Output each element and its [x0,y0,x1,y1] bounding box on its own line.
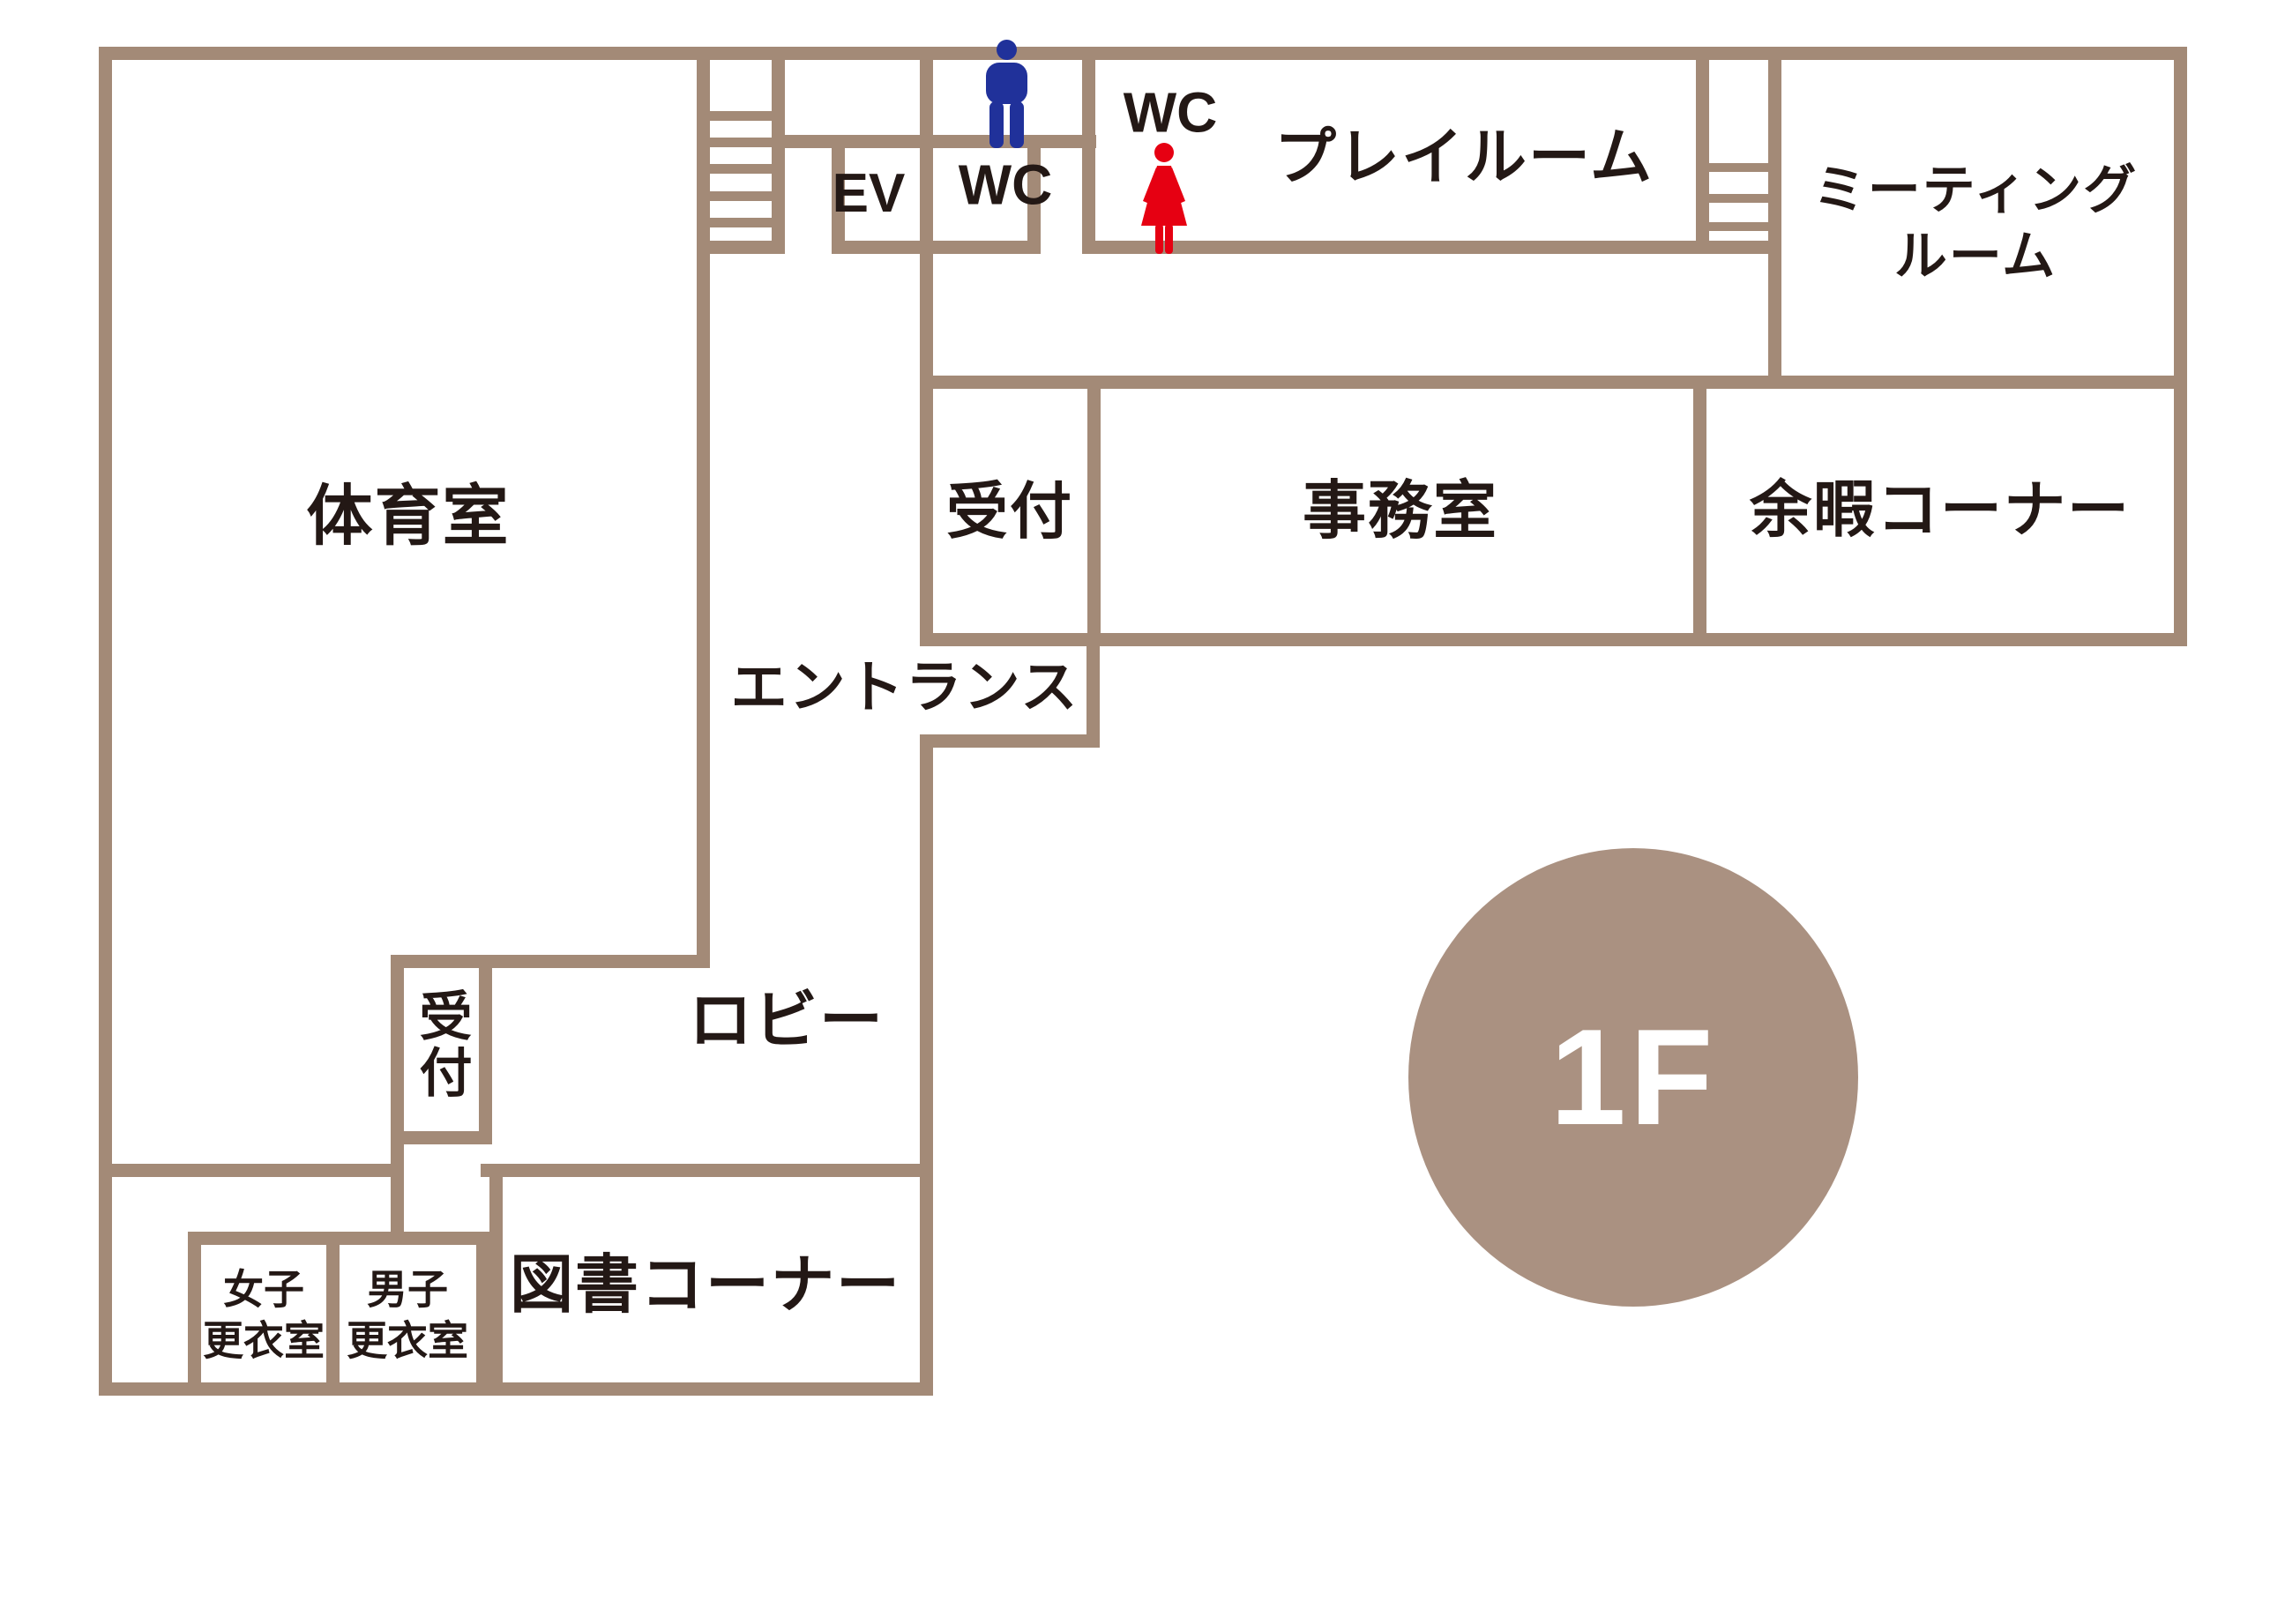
room-label-entrance: エントランス [730,655,1079,719]
wall-library-right [920,734,933,1396]
wall-entrance-right [1086,646,1100,748]
stairs-east-icon [1709,194,1768,203]
wall-gym-bottom-west [99,1164,404,1177]
male-icon [986,40,1027,148]
wall-locker-right [476,1232,489,1396]
room-label-ev: EV [832,162,906,224]
room-label-women-locker-line1: 女子 [223,1266,304,1313]
wall-office-row-top [920,376,2187,389]
female-icon [1141,143,1187,254]
room-label-lobby: ロビー [688,985,885,1056]
stairs-west-icon [710,111,772,121]
wall-lobby-bottom [481,1164,928,1177]
wall-ev-left [832,148,845,254]
wall-reception2-left [391,955,404,1245]
wall-locker-top [188,1232,503,1245]
wall-wc-women-left [1082,60,1095,254]
room-label-office: 事務室 [1302,475,1499,547]
wall-playroom-bottom [1082,241,1771,254]
floor-badge-text: 1F [1549,1001,1717,1153]
wall-playroom-right [1696,60,1709,254]
room-label-men-locker-line2: 更衣室 [347,1317,468,1363]
wall-reception2-right [479,968,492,1144]
stairs-west-icon [710,218,772,227]
wall-wc-top [772,135,1096,148]
room-label-reception-lobby: 受付 [412,988,471,1101]
room-label-reception-main: 受付 [946,477,1073,546]
wall-stairs1-bottom [707,241,785,254]
wall-meeting-left [1768,60,1781,389]
room-label-gym: 体育室 [306,479,511,553]
room-label-library: 図書コーナー [509,1249,902,1321]
stairs-west-icon [710,191,772,201]
wall-gym-right [697,60,710,968]
room-label-wc-men: WC [958,153,1053,217]
wall-outer-top [99,47,2187,60]
wall-reception-office-div [1087,389,1101,633]
wall-reception-left [920,60,933,646]
room-label-wc-women: WC [1123,80,1218,145]
room-label-men-locker: 男子 更衣室 [328,1265,487,1367]
stairs-east-icon [1709,163,1768,172]
room-label-women-locker: 女子 更衣室 [184,1265,343,1367]
wall-stairs1-right [772,60,785,254]
stairs-west-icon [710,164,772,174]
wall-ev-wc-bottom [832,241,1041,254]
room-label-men-locker-line1: 男子 [367,1266,448,1313]
wall-outer-right [2174,47,2187,646]
room-label-leisure: 余暇コーナー [1750,475,2131,544]
wall-locker-left [188,1232,201,1396]
room-label-meeting: ミーティング ルーム [1729,157,2222,289]
wall-outer-bottom [99,1382,930,1396]
room-label-women-locker-line2: 更衣室 [203,1317,325,1363]
wall-wc-partition [1027,148,1041,254]
floor-badge: 1F [1408,848,1858,1307]
wall-outer-left [99,47,112,1396]
stairs-west-icon [710,138,772,147]
wall-reception2-bottom [391,1131,492,1144]
wall-locker-divider [326,1232,340,1396]
wall-entrance-step [920,734,1100,748]
room-label-playroom: プレイルーム [1274,123,1654,191]
wall-office-row-bottom [920,633,2187,646]
room-label-meeting-line1: ミーティング [1812,160,2139,220]
stairs-east-icon [1709,222,1768,231]
wall-library-left [489,1164,503,1396]
wall-gym-bottom-east [391,955,710,968]
wall-office-leisure-div [1693,389,1706,633]
room-label-meeting-line2: ルーム [1893,227,2057,286]
